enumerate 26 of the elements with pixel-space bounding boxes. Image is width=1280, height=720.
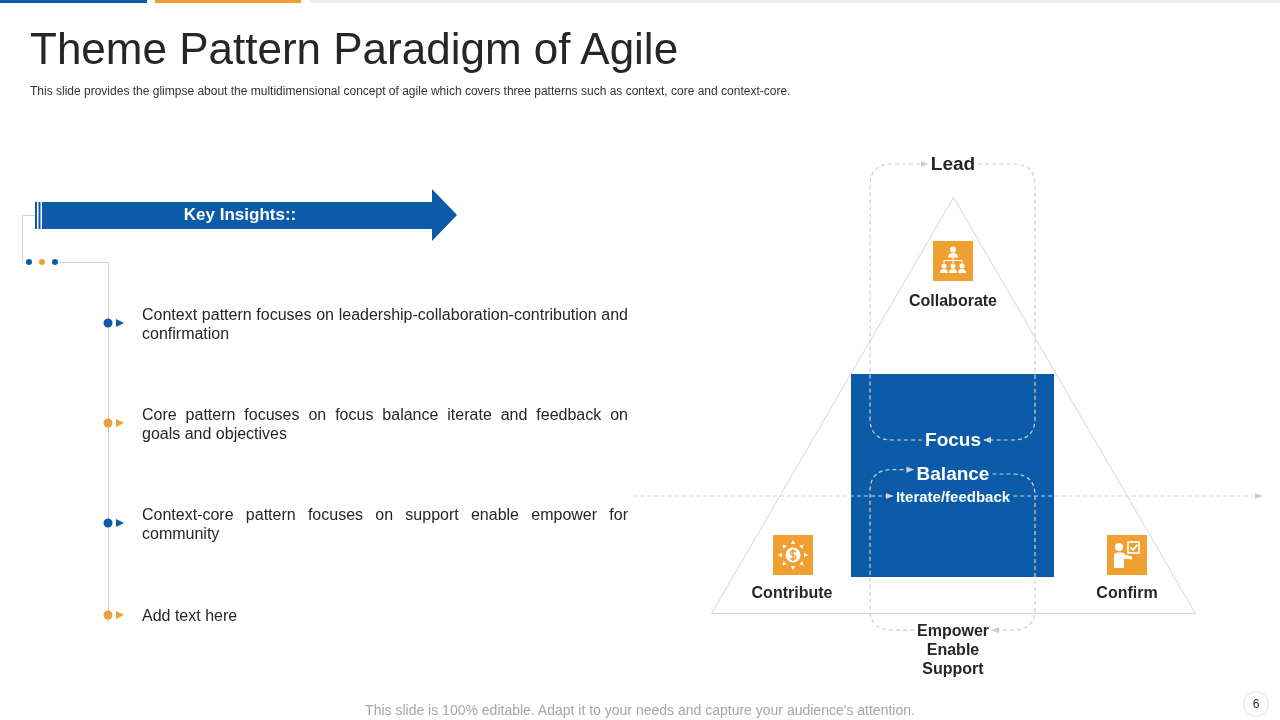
dashed-arrow xyxy=(991,473,1036,634)
dashed-arrow xyxy=(869,160,929,441)
dashed-arrow xyxy=(1012,492,1263,500)
footer-note: This slide is 100% editable. Adapt it to your needs and capture your audience's attention. xyxy=(365,702,915,718)
dashed-arrow xyxy=(869,466,915,631)
slide-subtitle: This slide provides the glimpse about the multidimensional concept of agile which covers three patterns such as context, core and context-core. xyxy=(30,84,791,98)
bullet-text: Context-core pattern focuses on support enable empower for community xyxy=(142,505,628,543)
icon-caption: Contribute xyxy=(751,584,833,602)
banner-title: Key Insights:: xyxy=(183,205,297,225)
bullet-text: Context pattern focuses on leadership-collaboration-contribution and confirmation xyxy=(142,305,628,343)
arrow-banner xyxy=(35,189,457,241)
triangle-outline xyxy=(711,197,1196,614)
node-label: Balance xyxy=(916,463,990,485)
icon-caption: Collaborate xyxy=(909,292,997,310)
dashed-arrow xyxy=(977,163,1036,444)
node-label: Empower Enable Support xyxy=(917,620,989,678)
center-panel xyxy=(851,374,1054,577)
slide-title: Theme Pattern Paradigm of Agile xyxy=(30,24,679,74)
page-number: 6 xyxy=(1243,691,1269,717)
node-label: Iterate/feedback xyxy=(895,487,1011,505)
bullet-text: Add text here xyxy=(142,606,239,625)
node-label: Focus xyxy=(925,429,981,451)
node-label: Lead xyxy=(930,153,976,175)
icon-caption: Confirm xyxy=(1096,584,1158,602)
bullet-text: Core pattern focuses on focus balance iterate and feedback on goals and objectives xyxy=(142,405,628,443)
dashed-arrow xyxy=(632,492,894,500)
